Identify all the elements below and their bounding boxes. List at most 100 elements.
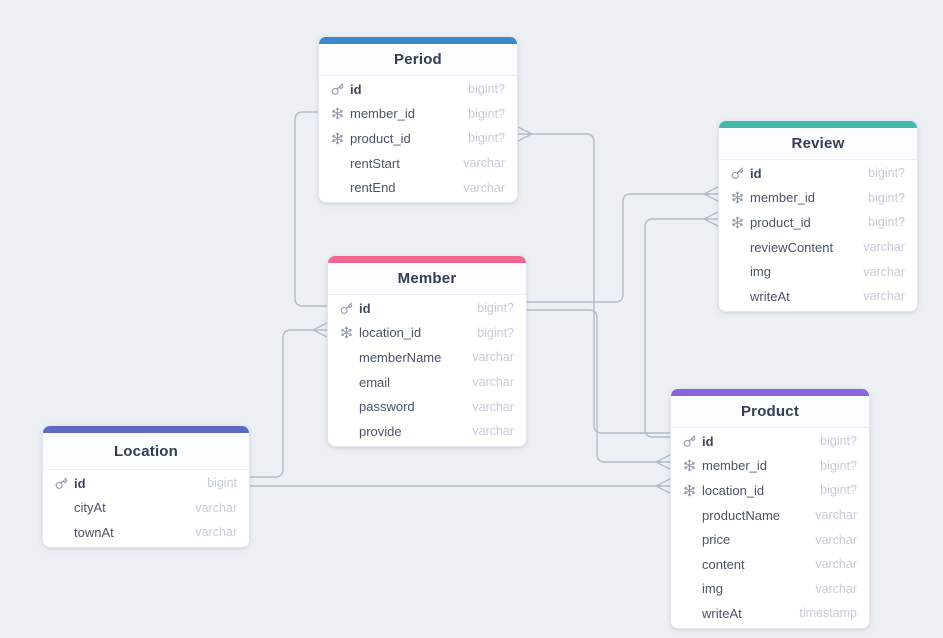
field-row-reviewcontent[interactable]: reviewContent varchar bbox=[719, 235, 917, 260]
field-type: varchar bbox=[472, 375, 514, 390]
field-row-member_id[interactable]: member_id bigint? bbox=[671, 454, 869, 479]
table-rows: id bigint? member_id bigint? location_id… bbox=[671, 428, 869, 628]
field-icon-slot bbox=[731, 216, 750, 229]
field-row-email[interactable]: email varchar bbox=[328, 370, 526, 395]
table-accent-strip bbox=[671, 389, 869, 396]
field-row-id[interactable]: id bigint? bbox=[719, 161, 917, 186]
table-member[interactable]: Member id bigint? location_id bigint? me… bbox=[327, 255, 527, 447]
field-row-writeat[interactable]: writeAt varchar bbox=[719, 284, 917, 309]
field-row-id[interactable]: id bigint? bbox=[328, 296, 526, 321]
field-row-cityat[interactable]: cityAt varchar bbox=[43, 496, 249, 521]
field-name: cityAt bbox=[74, 500, 106, 516]
crow-foot-many-marker bbox=[655, 478, 671, 494]
field-icon-slot bbox=[731, 191, 750, 204]
field-icon-slot bbox=[683, 435, 702, 448]
relationship-review-product[interactable] bbox=[644, 211, 719, 438]
table-product[interactable]: Product id bigint? member_id bigint? loc… bbox=[670, 388, 870, 629]
field-name: img bbox=[702, 581, 723, 597]
field-name: product_id bbox=[350, 130, 411, 146]
field-name: id bbox=[350, 81, 362, 97]
table-period[interactable]: Period id bigint? member_id bigint? prod… bbox=[318, 36, 518, 203]
field-row-provide[interactable]: provide varchar bbox=[328, 419, 526, 444]
field-row-location_id[interactable]: location_id bigint? bbox=[671, 478, 869, 503]
field-row-productname[interactable]: productName varchar bbox=[671, 503, 869, 528]
table-rows: id bigint? member_id bigint? product_id … bbox=[319, 76, 517, 202]
field-row-member_id[interactable]: member_id bigint? bbox=[719, 186, 917, 211]
field-icon-slot bbox=[331, 107, 350, 120]
relationship-line[interactable] bbox=[644, 218, 705, 438]
field-row-writeat[interactable]: writeAt timestamp bbox=[671, 601, 869, 626]
field-type: timestamp bbox=[799, 606, 857, 621]
field-row-id[interactable]: id bigint? bbox=[671, 429, 869, 454]
field-name: rentStart bbox=[350, 155, 400, 171]
field-type: varchar bbox=[472, 399, 514, 414]
field-row-content[interactable]: content varchar bbox=[671, 552, 869, 577]
field-row-id[interactable]: id bigint? bbox=[319, 77, 517, 102]
field-type: bigint? bbox=[468, 106, 505, 121]
field-row-rentstart[interactable]: rentStart varchar bbox=[319, 151, 517, 176]
field-name: townAt bbox=[74, 524, 114, 540]
field-type: bigint? bbox=[820, 434, 857, 449]
relationship-line[interactable] bbox=[245, 329, 314, 478]
crow-foot-many-marker bbox=[703, 186, 719, 202]
relationship-period-member[interactable] bbox=[294, 111, 328, 307]
relationship-line[interactable] bbox=[294, 111, 328, 307]
field-row-id[interactable]: id bigint bbox=[43, 471, 249, 496]
field-name: product_id bbox=[750, 214, 811, 230]
field-icon-slot bbox=[340, 326, 359, 339]
field-name: id bbox=[74, 475, 86, 491]
field-type: varchar bbox=[863, 264, 905, 279]
relationship-line[interactable] bbox=[526, 193, 705, 303]
field-name: reviewContent bbox=[750, 239, 834, 255]
table-location[interactable]: Location id bigint cityAt varchar townAt… bbox=[42, 425, 250, 548]
table-accent-strip bbox=[319, 37, 517, 44]
field-row-price[interactable]: price varchar bbox=[671, 527, 869, 552]
crow-foot-many-marker bbox=[655, 454, 671, 470]
field-name: password bbox=[359, 399, 415, 415]
field-type: varchar bbox=[863, 289, 905, 304]
relationship-product-member[interactable] bbox=[526, 309, 671, 470]
field-row-rentend[interactable]: rentEnd varchar bbox=[319, 175, 517, 200]
field-row-product_id[interactable]: product_id bigint? bbox=[719, 210, 917, 235]
table-title: Period bbox=[319, 44, 517, 76]
field-type: bigint bbox=[207, 476, 237, 491]
field-name: member_id bbox=[350, 106, 416, 122]
field-name: content bbox=[702, 556, 745, 572]
field-row-password[interactable]: password varchar bbox=[328, 394, 526, 419]
field-type: bigint? bbox=[820, 483, 857, 498]
field-row-product_id[interactable]: product_id bigint? bbox=[319, 126, 517, 151]
field-type: varchar bbox=[195, 525, 237, 540]
crow-foot-many-marker bbox=[517, 126, 533, 142]
relationship-review-member[interactable] bbox=[526, 186, 719, 303]
field-row-membername[interactable]: memberName varchar bbox=[328, 345, 526, 370]
field-row-img[interactable]: img varchar bbox=[719, 259, 917, 284]
field-row-townat[interactable]: townAt varchar bbox=[43, 520, 249, 545]
field-name: productName bbox=[702, 507, 781, 523]
relationship-period-product[interactable] bbox=[517, 126, 671, 434]
field-type: varchar bbox=[863, 240, 905, 255]
table-review[interactable]: Review id bigint? member_id bigint? prod… bbox=[718, 120, 918, 312]
relationship-line[interactable] bbox=[531, 133, 671, 434]
foreign-key-icon bbox=[341, 326, 352, 339]
field-row-member_id[interactable]: member_id bigint? bbox=[319, 102, 517, 127]
table-title: Product bbox=[671, 396, 869, 428]
field-type: varchar bbox=[815, 532, 857, 547]
field-type: varchar bbox=[463, 156, 505, 171]
field-name: id bbox=[702, 433, 714, 449]
relationship-member-location[interactable] bbox=[245, 322, 328, 478]
field-row-img[interactable]: img varchar bbox=[671, 577, 869, 602]
field-row-location_id[interactable]: location_id bigint? bbox=[328, 321, 526, 346]
field-type: bigint? bbox=[477, 325, 514, 340]
field-type: varchar bbox=[472, 424, 514, 439]
table-title: Location bbox=[43, 433, 249, 470]
primary-key-icon bbox=[683, 435, 696, 447]
field-name: member_id bbox=[750, 190, 816, 206]
field-icon-slot bbox=[331, 132, 350, 145]
field-name: writeAt bbox=[750, 288, 790, 304]
field-name: id bbox=[359, 300, 371, 316]
crow-foot-many-marker bbox=[703, 211, 719, 227]
field-name: img bbox=[750, 264, 771, 280]
relationship-product-location[interactable] bbox=[245, 478, 671, 494]
relationship-line[interactable] bbox=[526, 309, 657, 463]
